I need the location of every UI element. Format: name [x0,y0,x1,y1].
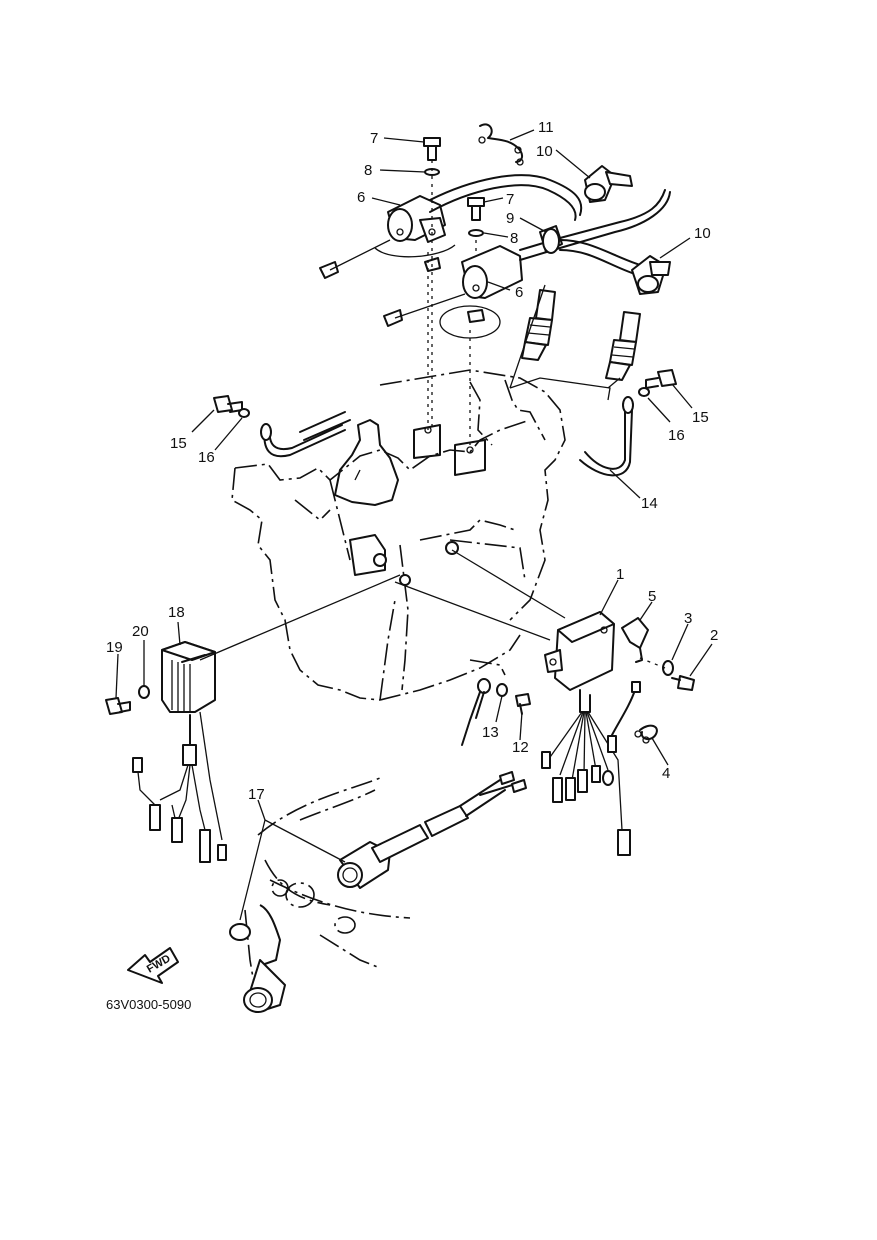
flywheel-boss [334,419,399,506]
callout-14: 14 [641,495,658,512]
callout-20: 20 [132,623,149,640]
ground-screw-12-13 [461,678,531,746]
callout-7-lower: 7 [506,191,514,208]
callout-19: 19 [106,639,123,656]
diagram-code: 63V0300-5090 [106,997,191,1012]
mount-bolts-15-16 [213,369,677,418]
cdi-unit [544,611,615,713]
wire-clip [478,123,524,166]
cdi-bracket [621,617,695,691]
cable-grommet-17 [229,771,527,1013]
callout-13: 13 [482,724,499,741]
callout-16-left: 16 [198,449,215,466]
callout-18: 18 [168,604,185,621]
spark-plug-cap-upper [584,165,633,203]
callout-numbers: 7 8 6 7 8 9 10 10 11 6 15 16 15 16 14 1 … [106,119,718,803]
rectifier-regulator [132,641,227,863]
callout-17: 17 [248,786,265,803]
callout-1: 1 [616,566,624,583]
plug-ground-line [509,284,621,401]
callout-leaders [115,129,713,921]
ignition-coil-lower [383,245,523,339]
cdi-mount-line-b [451,549,566,619]
engine-block-outline [231,369,566,701]
ignition-coil-upper [319,195,456,279]
regulator-mount-line [199,574,401,661]
callout-9: 9 [506,210,514,227]
regulator-bolt-19-20 [105,685,150,715]
coil-mount-pads [349,424,486,586]
callout-8-lower: 8 [510,230,518,247]
callout-10-upper: 10 [536,143,553,160]
ground-lead-right [579,396,634,477]
callout-16-right: 16 [668,427,685,444]
callout-12: 12 [512,739,529,756]
spark-plug-left [521,289,556,361]
spark-plug-cap-lower [631,255,671,295]
callout-6-upper: 6 [357,189,365,206]
forward-direction-arrow: FWD [127,947,179,984]
callout-15-right: 15 [692,409,709,426]
callout-4: 4 [662,765,670,782]
cdi-mount-line-a [394,581,551,641]
callout-10-lower: 10 [694,225,711,242]
cdi-harness [541,681,641,856]
callout-15-left: 15 [170,435,187,452]
callout-2: 2 [710,627,718,644]
coil-mount-lines [427,160,477,445]
ground-lead-left [260,411,351,458]
callout-8-upper: 8 [364,162,372,179]
callout-11: 11 [538,119,554,136]
callout-5: 5 [648,588,656,605]
harness-clip [634,724,658,744]
spark-plug-right [605,311,641,381]
high-tension-leads [429,174,671,275]
callout-6-lower: 6 [515,284,523,301]
callout-7-upper: 7 [370,130,378,147]
callout-3: 3 [684,610,692,627]
